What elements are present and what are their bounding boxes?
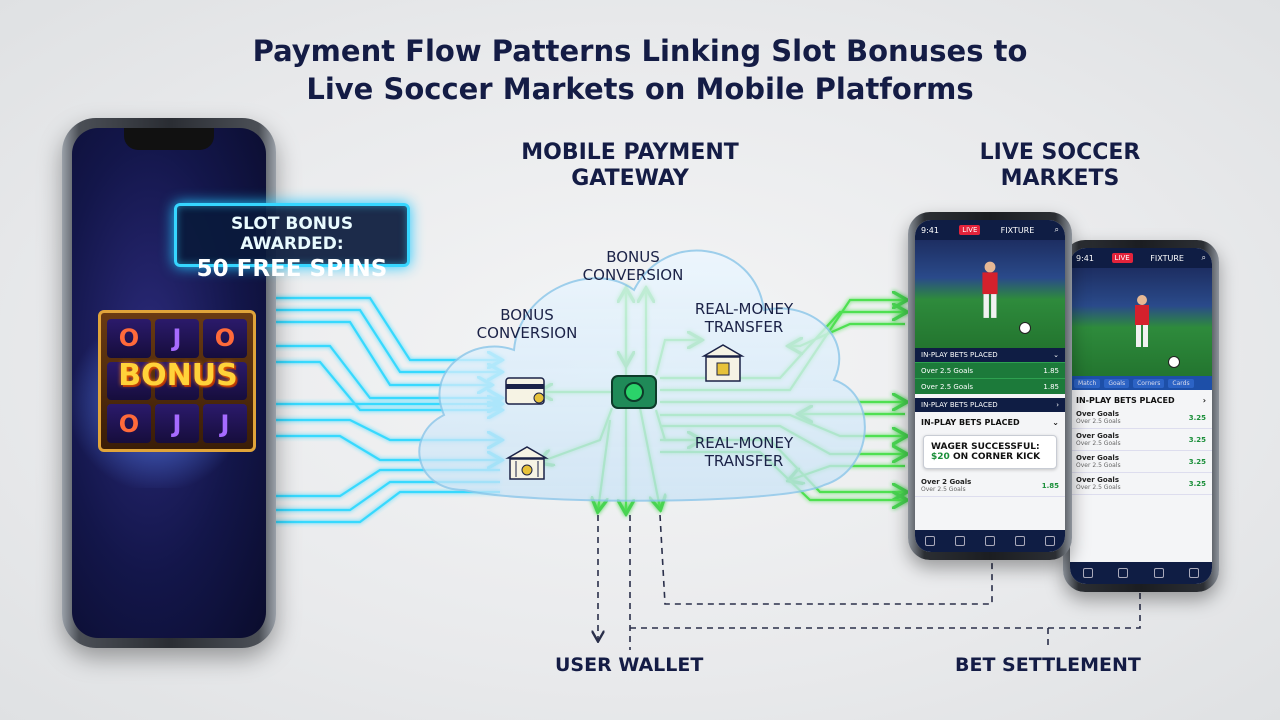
section-title: IN-PLAY BETS PLACED⌄ [921,418,1059,427]
tab-match[interactable]: Match [1074,378,1101,388]
market-tabs: Match Goals Corners Cards [1070,376,1212,390]
chevron-down-icon: ⌄ [1052,418,1059,427]
reel-symbol: O [203,319,247,358]
reel-blank [203,361,247,401]
bank-transfer-icon [701,344,745,382]
wager-title: WAGER SUCCESSFUL: [931,442,1040,452]
label-real-money-top: REAL-MONEY TRANSFER [694,300,794,336]
slot-bonus-line-1: SLOT BONUS AWARDED: [230,214,354,254]
user-wallet-label: USER WALLET [555,654,704,676]
chevron-icon: › [1202,396,1206,405]
reel-symbol: O [107,319,151,358]
reel-symbol: J [203,404,247,443]
cyan-flow-4 [258,344,500,398]
home-nav-icon[interactable] [1082,568,1093,578]
home-nav-icon[interactable] [925,536,935,546]
live-badge: LIVE [959,225,981,235]
player-icon [982,261,998,318]
dash-settle-1 [659,514,993,605]
gateway-heading: MOBILE PAYMENT GATEWAY [490,140,770,192]
wager-detail: $20 ON CORNER KICK [931,452,1041,462]
in-play-bar: IN-PLAY BETS PLACED⌄ [915,348,1065,362]
gateway-hub-icon [611,375,657,409]
title-line-2: Live Soccer Markets on Mobile Platforms [306,72,974,106]
reel-symbol: J [155,319,199,358]
slot-bonus-callout: SLOT BONUS AWARDED: 50 FREE SPINS [174,203,410,282]
app-topbar: 9:41 LIVE FIXTURE ⌕ [915,220,1065,240]
fixture-header: FIXTURE [1150,253,1184,263]
credit-card-icon [505,377,545,405]
diagram-title: Payment Flow Patterns Linking Slot Bonus… [140,32,1140,108]
account-nav-icon[interactable] [1015,536,1025,546]
section-title: IN-PLAY BETS PLACED› [1076,396,1206,405]
bottom-nav [915,530,1065,552]
wager-confirmation: WAGER SUCCESSFUL: $20 ON CORNER KICK [923,435,1057,469]
soccer-phone-front-screen: 9:41 LIVE FIXTURE ⌕ IN-PLAY BETS PLACED⌄… [915,220,1065,552]
search-icon[interactable]: ⌕ [1054,225,1059,234]
status-time: 9:41 [921,225,939,235]
tab-cards[interactable]: Cards [1168,378,1194,388]
soccer-phone-back: 9:41 LIVE FIXTURE ⌕ Match Goals Corners … [1063,240,1219,592]
phone-notch [124,128,214,150]
dash-settle-2 [630,590,1141,629]
cyan-flow-5 [258,360,500,410]
slot-reels: O J O O J J [98,310,256,452]
player-icon [1135,295,1149,347]
chevron-down-icon: ⌄ [1053,351,1059,359]
reel-blank [155,361,199,401]
slot-bonus-line-2: 50 FREE SPINS [196,256,388,282]
tab-corners[interactable]: Corners [1133,378,1165,388]
match-video [1070,268,1212,376]
reel-blank [107,361,151,401]
gateway-heading-line-2: GATEWAY [571,166,689,191]
label-bonus-conversion-left: BONUS CONVERSION [476,306,578,342]
live-nav-icon[interactable] [1118,568,1129,578]
live-nav-icon[interactable] [955,536,965,546]
markets-heading: LIVE SOCCER MARKETS [940,140,1180,192]
markets-heading-line-1: LIVE SOCCER [979,140,1141,165]
gateway-heading-line-1: MOBILE PAYMENT [521,140,739,165]
search-icon[interactable]: ⌕ [1201,253,1206,262]
match-video [915,240,1065,348]
bonus-graphic: BONUS [118,358,238,393]
markets-heading-line-2: MARKETS [1000,166,1120,191]
live-badge: LIVE [1111,253,1133,263]
reel-symbol: O [107,404,151,443]
bets-nav-icon[interactable] [1153,568,1164,578]
search-nav-icon[interactable] [1045,536,1055,546]
chevron-icon: › [1056,401,1059,409]
soccer-phone-back-screen: 9:41 LIVE FIXTURE ⌕ Match Goals Corners … [1070,248,1212,584]
bottom-nav [1070,562,1212,584]
bet-settlement-label: BET SETTLEMENT [955,654,1141,676]
label-real-money-bottom: REAL-MONEY TRANSFER [694,434,794,470]
tab-goals[interactable]: Goals [1104,378,1130,388]
ball-icon [1019,322,1031,334]
account-nav-icon[interactable] [1189,568,1200,578]
in-play-bar-2: IN-PLAY BETS PLACED› [915,398,1065,412]
app-topbar: 9:41 LIVE FIXTURE ⌕ [1070,248,1212,268]
reel-symbol: J [155,404,199,443]
soccer-phone-front: 9:41 LIVE FIXTURE ⌕ IN-PLAY BETS PLACED⌄… [908,212,1072,560]
bets-nav-icon[interactable] [985,536,995,546]
bank-icon [505,446,549,480]
title-line-1: Payment Flow Patterns Linking Slot Bonus… [252,34,1028,68]
label-bonus-conversion-top: BONUS CONVERSION [582,248,684,284]
ball-icon [1168,356,1180,368]
status-time: 9:41 [1076,253,1094,263]
fixture-header: FIXTURE [1000,225,1035,235]
